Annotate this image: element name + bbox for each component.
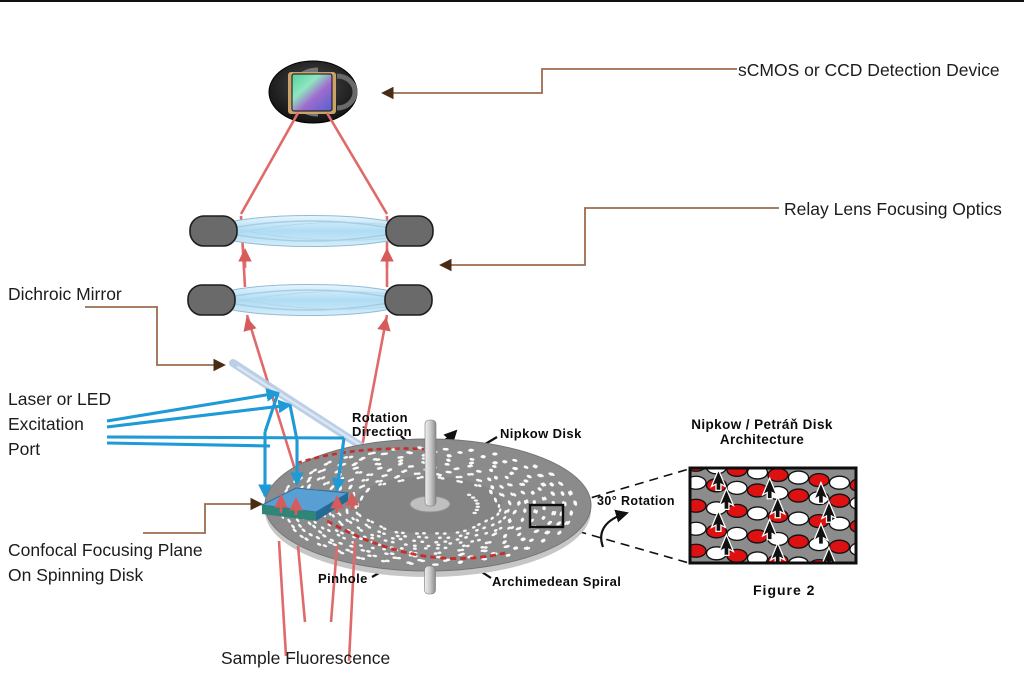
- rotation-30-arrow: [600, 509, 629, 548]
- inset-figure: [688, 466, 858, 565]
- confocal-plane-line1: Confocal Focusing Plane: [8, 540, 203, 560]
- sample-fluorescence-beams: [277, 540, 357, 662]
- inset-dashed-bottom: [562, 526, 690, 564]
- archimedean-spiral-label: Archimedean Spiral: [492, 574, 622, 589]
- rotation-line2: Direction: [352, 424, 412, 439]
- rotation-direction-label: Rotation Direction: [352, 411, 412, 439]
- relay-lens-leader-arrow: [439, 207, 779, 272]
- sensor-chip: [291, 73, 333, 112]
- leader-lines: [85, 68, 779, 534]
- laser-port-label: Laser or LED Excitation Port: [8, 387, 111, 462]
- zoom-region-outline: [528, 503, 565, 529]
- pinhole-label: Pinhole: [318, 571, 368, 586]
- inset-title-line2: Architecture: [719, 432, 805, 447]
- confocal-plane-line2: On Spinning Disk: [8, 565, 144, 585]
- detection-device-illustration: [268, 60, 358, 124]
- dichroic-mirror-label: Dichroic Mirror: [8, 284, 122, 304]
- slab-emission-arrows: [274, 491, 359, 515]
- relay-lens-upper: [189, 215, 434, 247]
- detector-leader-arrow: [381, 68, 737, 100]
- dichroic-leader-arrow: [85, 306, 226, 372]
- nipkow-disk-illustration: [264, 419, 592, 595]
- inset-pinhole-pattern: [691, 469, 855, 562]
- spiral-highlight-top: [296, 447, 425, 465]
- nipkow-disk-label: Nipkow Disk: [500, 426, 582, 441]
- relay-lens-label: Relay Lens Focusing Optics: [784, 199, 1002, 219]
- laser-port-line3: Port: [8, 439, 41, 459]
- confocal-plane-label: Confocal Focusing Plane On Spinning Disk: [8, 538, 203, 588]
- relay-lens-lower: [187, 284, 433, 316]
- excitation-beams: [106, 388, 346, 499]
- disk-shaft-lower: [424, 565, 436, 595]
- sample-fluorescence-label: Sample Fluorescence: [221, 648, 391, 668]
- rotation-30-label: 30° Rotation: [597, 494, 675, 508]
- inset-title: Nipkow / Petráň Disk Architecture: [662, 417, 862, 447]
- inset-title-line1: Nipkow / Petráň Disk: [691, 417, 833, 432]
- spiral-highlight-bottom: [326, 519, 506, 560]
- inset-caption: Figure 2: [753, 582, 816, 598]
- laser-port-line2: Excitation: [8, 414, 84, 434]
- confocal-plane-leader-arrow: [143, 497, 263, 534]
- detector-label: sCMOS or CCD Detection Device: [738, 60, 1000, 80]
- laser-port-line1: Laser or LED: [8, 389, 112, 409]
- rotation-line1: Rotation: [352, 410, 408, 425]
- emission-beam-arrows: [238, 247, 394, 332]
- disk-shaft-upper: [424, 419, 437, 507]
- top-border-line: [0, 0, 1024, 2]
